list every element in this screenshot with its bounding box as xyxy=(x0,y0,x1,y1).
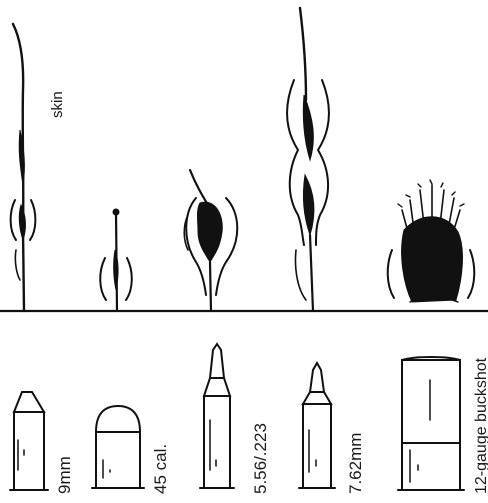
label-762: 7.62mm xyxy=(346,433,365,494)
wound-track-556 xyxy=(184,170,237,311)
label-556: 5.56/.223 xyxy=(251,423,270,494)
cartridge-12ga-icon xyxy=(398,357,464,490)
cartridge-45cal-icon xyxy=(92,406,144,488)
wound-track-12ga xyxy=(388,180,475,302)
wound-track-9mm xyxy=(11,24,36,311)
wound-track-762 xyxy=(287,8,329,311)
label-9mm: 9mm xyxy=(55,456,74,494)
label-12ga: 12-gauge buckshot xyxy=(473,357,488,494)
cartridge-9mm-icon xyxy=(10,392,48,490)
cartridge-762-icon xyxy=(299,363,335,488)
label-45cal: 45 cal. xyxy=(151,444,170,494)
skin-label: skin xyxy=(49,91,66,118)
wound-track-45cal xyxy=(100,209,132,311)
cartridge-556-icon xyxy=(200,344,234,488)
